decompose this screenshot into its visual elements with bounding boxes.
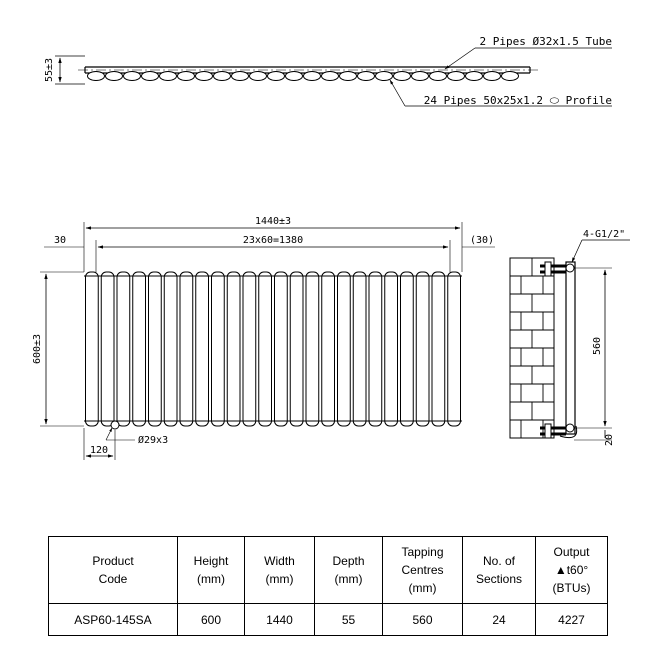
header-tapping-centres: Tapping Centres (mm) bbox=[382, 536, 463, 604]
radiator-column bbox=[85, 271, 99, 427]
radiator-column bbox=[337, 271, 351, 427]
radiator-column bbox=[368, 271, 383, 427]
header-output: Output ▲t60° (BTUs) bbox=[535, 536, 608, 604]
profile-tube bbox=[231, 71, 249, 81]
inlet-diameter-label: Ø29x3 bbox=[138, 434, 168, 446]
profile-tube bbox=[123, 71, 141, 81]
profile-tube bbox=[303, 71, 321, 81]
radiator-column bbox=[352, 271, 367, 427]
profile-tube bbox=[249, 71, 267, 81]
radiator-column bbox=[274, 271, 288, 427]
profile-tube bbox=[159, 71, 177, 81]
spec-table: Product Code Height (mm) Width (mm) Dept… bbox=[48, 536, 608, 636]
cell-height: 600 bbox=[177, 603, 245, 636]
profile-tube bbox=[465, 71, 483, 81]
header-height: Height (mm) bbox=[177, 536, 245, 604]
profile-row bbox=[87, 71, 519, 81]
profile-tube bbox=[177, 71, 195, 81]
side-view: 4-G1/2" 560 20 bbox=[509, 229, 630, 446]
radiator-column bbox=[384, 271, 398, 427]
depth-dimension-label: 55±3 bbox=[44, 58, 55, 82]
radiator-columns bbox=[85, 271, 461, 427]
tube-callout-label: 2 Pipes Ø32x1.5 Tube bbox=[480, 35, 612, 48]
header-width: Width (mm) bbox=[244, 536, 315, 604]
top-view: 55±3 2 Pipes Ø32x1.5 Tube 24 Pipes 50x25… bbox=[44, 35, 612, 107]
front-view: 1440±3 30 23x60=1380 (30) 600±3 120 Ø29x… bbox=[32, 216, 495, 460]
right-offset-label: (30) bbox=[470, 235, 494, 246]
cell-width: 1440 bbox=[244, 603, 315, 636]
profile-tube bbox=[87, 71, 105, 81]
pitch-label: 23x60=1380 bbox=[243, 235, 303, 246]
cell-product-code: ASP60-145SA bbox=[48, 603, 178, 636]
profile-tube bbox=[501, 71, 519, 81]
radiator-column bbox=[258, 271, 272, 427]
radiator-column bbox=[116, 271, 131, 427]
profile-tube bbox=[447, 71, 465, 81]
radiator-column bbox=[132, 271, 146, 427]
radiator-side-body bbox=[565, 261, 576, 435]
height-label: 600±3 bbox=[32, 334, 43, 364]
profile-tube bbox=[105, 71, 123, 81]
header-product-code: Product Code bbox=[48, 536, 178, 604]
radiator-column bbox=[211, 271, 225, 427]
profile-tube bbox=[357, 71, 375, 81]
radiator-column bbox=[431, 271, 446, 427]
profile-tube bbox=[195, 71, 213, 81]
left-offset-label: 30 bbox=[54, 235, 66, 246]
radiator-column bbox=[400, 271, 414, 427]
connection-label: 4-G1/2" bbox=[583, 229, 625, 240]
table-header-row: Product Code Height (mm) Width (mm) Dept… bbox=[48, 536, 608, 604]
radiator-column bbox=[415, 271, 430, 427]
cell-output: 4227 bbox=[535, 603, 608, 636]
radiator-column bbox=[148, 271, 162, 427]
profile-tube bbox=[267, 71, 285, 81]
cell-sections: 24 bbox=[462, 603, 536, 636]
radiator-column bbox=[179, 271, 194, 427]
radiator-column bbox=[242, 271, 257, 427]
radiator-column bbox=[305, 271, 320, 427]
profile-tube bbox=[375, 71, 393, 81]
header-sections: No. of Sections bbox=[462, 536, 536, 604]
profile-tube bbox=[213, 71, 231, 81]
header-depth: Depth (mm) bbox=[314, 536, 383, 604]
profile-tube bbox=[429, 71, 447, 81]
profile-tube bbox=[285, 71, 303, 81]
brick-wall bbox=[509, 257, 555, 439]
table-row: ASP60-145SA 600 1440 55 560 24 4227 bbox=[48, 603, 608, 636]
bottom-clearance-label: 20 bbox=[604, 434, 615, 446]
radiator-column bbox=[289, 271, 304, 427]
tapping-centres-label: 560 bbox=[592, 337, 603, 355]
radiator-column bbox=[195, 271, 209, 427]
profile-tube bbox=[483, 71, 501, 81]
profile-tube bbox=[411, 71, 429, 81]
cell-tapping-centres: 560 bbox=[382, 603, 463, 636]
radiator-column bbox=[100, 271, 115, 427]
inlet-offset-label: 120 bbox=[90, 445, 108, 456]
radiator-column bbox=[447, 271, 461, 427]
radiator-column bbox=[321, 271, 335, 427]
profile-tube bbox=[321, 71, 339, 81]
inlet-circle bbox=[110, 420, 120, 430]
profile-callout-label: 24 Pipes 50x25x1.2 ⬭ Profile bbox=[424, 94, 612, 107]
radiator-column bbox=[163, 271, 178, 427]
cell-depth: 55 bbox=[314, 603, 383, 636]
profile-tube bbox=[141, 71, 159, 81]
technical-drawing: 55±3 2 Pipes Ø32x1.5 Tube 24 Pipes 50x25… bbox=[32, 35, 630, 460]
overall-width-label: 1440±3 bbox=[255, 216, 291, 227]
profile-tube bbox=[339, 71, 357, 81]
profile-tube bbox=[393, 71, 411, 81]
radiator-column bbox=[226, 271, 241, 427]
